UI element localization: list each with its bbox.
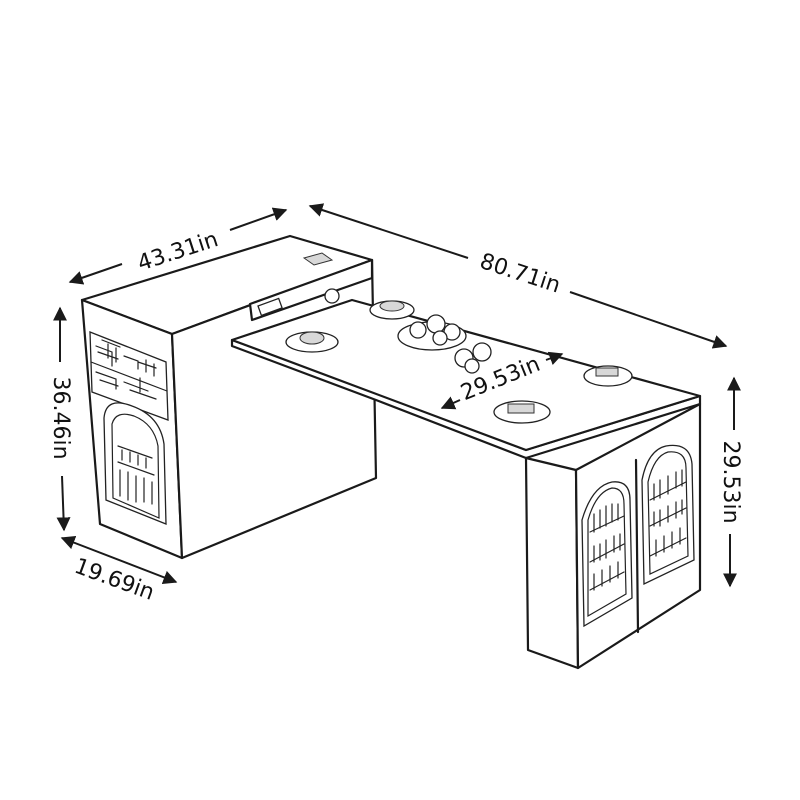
fruit-bowl [397, 314, 467, 351]
label-cabinet-height: 36.46in [48, 376, 73, 459]
shelf-books [95, 339, 157, 400]
place-setting-1 [285, 331, 339, 353]
eggs [454, 342, 492, 374]
drawer-handle [257, 297, 283, 317]
label-table-height: 29.53in [718, 440, 743, 523]
bookcase-right-books [649, 469, 687, 557]
place-setting-2 [369, 300, 415, 320]
dimension-table-height: 29.53in [718, 376, 743, 588]
control-knob-icon [324, 288, 340, 304]
place-setting-4 [493, 400, 551, 424]
place-setting-3 [583, 365, 633, 387]
door-interior-items [117, 445, 155, 505]
label-cabinet-depth: 19.69in [71, 554, 158, 606]
label-total-length: 80.71in [477, 249, 564, 298]
dimension-cabinet-height: 36.46in [48, 306, 73, 532]
phone-icon [302, 252, 334, 266]
extension-table [230, 298, 702, 670]
tall-cabinet [80, 234, 378, 560]
end-cabinet-front [524, 456, 580, 670]
bookcase-left-books [589, 503, 625, 591]
tabletop-surface [230, 298, 702, 452]
